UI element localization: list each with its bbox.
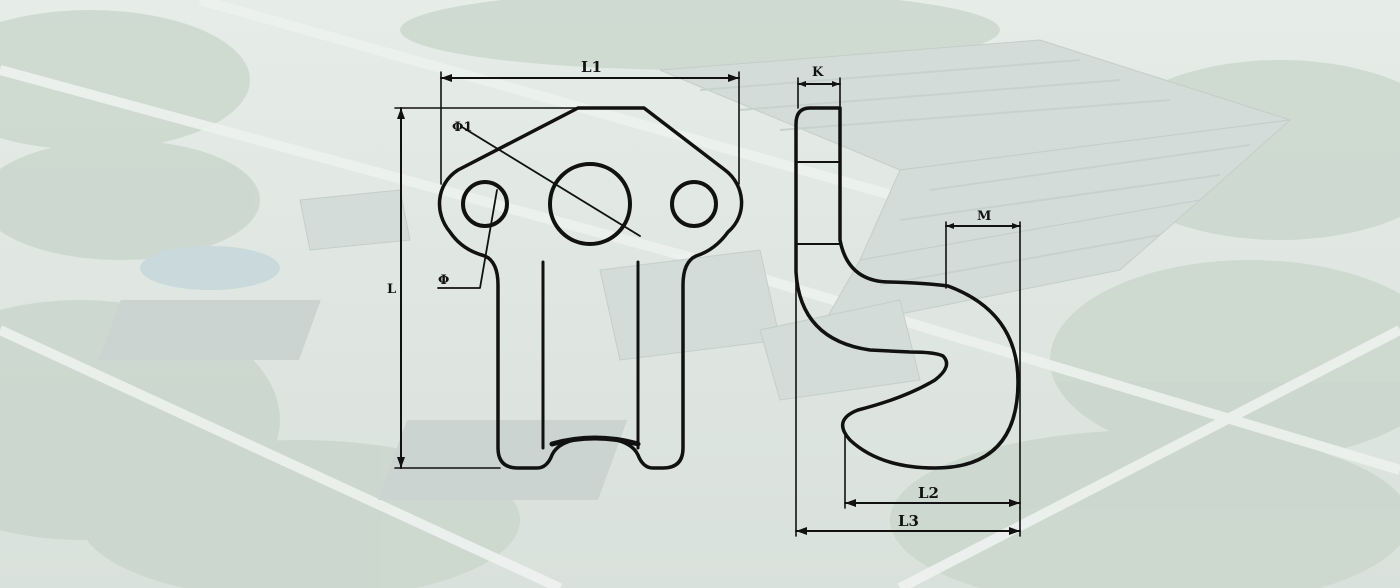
small-hole-left xyxy=(461,180,509,228)
hole-large-leader xyxy=(461,126,641,237)
side-view xyxy=(794,77,1021,537)
label-l: L xyxy=(387,282,396,297)
label-l3: L3 xyxy=(898,512,919,530)
pond xyxy=(140,246,280,290)
label-hole-small: Φ xyxy=(438,273,449,288)
small-hole-right xyxy=(670,180,718,228)
label-m: M xyxy=(977,209,991,224)
slot-bottom-line xyxy=(549,435,641,447)
large-hole-center xyxy=(548,162,632,246)
dimension-arrowheads xyxy=(397,74,1020,535)
label-l1: L1 xyxy=(581,58,602,76)
label-k: K xyxy=(812,65,824,80)
side-view-outline xyxy=(794,106,1020,470)
label-l2: L2 xyxy=(918,484,939,502)
front-view-outline xyxy=(437,106,744,470)
front-view xyxy=(394,71,744,470)
hole-small-leader xyxy=(437,189,498,289)
label-hole-large: Φ1 xyxy=(452,120,472,135)
